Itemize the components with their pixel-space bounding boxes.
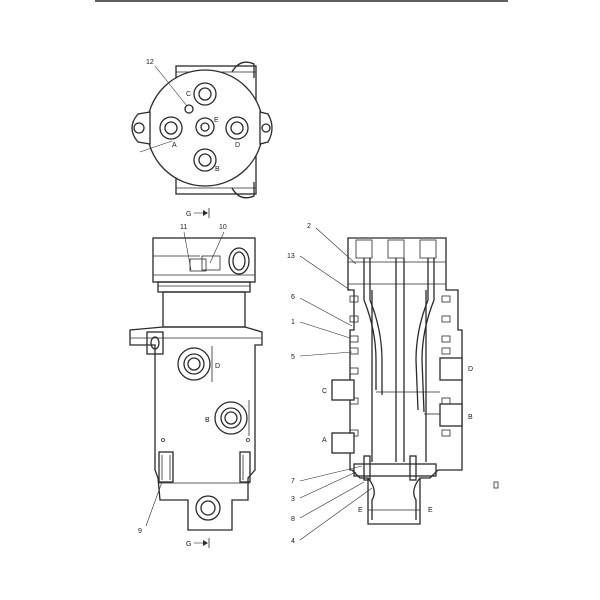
callout-7: 7 — [291, 478, 295, 485]
callout-1: 1 — [291, 319, 295, 326]
callout-2: 2 — [307, 223, 311, 230]
callout-6: 6 — [291, 294, 295, 301]
side-port-d-label: D — [215, 363, 220, 370]
section-view — [299, 227, 499, 541]
section-mark-top: G — [186, 211, 191, 218]
callout-8: 8 — [291, 516, 295, 523]
section-port-b-label: B — [468, 414, 473, 421]
top-port-b-label: B — [215, 166, 220, 173]
section-mark-bottom: G — [186, 541, 191, 548]
callout-10: 10 — [219, 224, 227, 231]
section-port-a-label: A — [322, 437, 327, 444]
side-port-b-label: B — [205, 417, 210, 424]
callout-12: 12 — [146, 59, 154, 66]
top-port-a-label: A — [172, 142, 177, 149]
callout-13: 13 — [287, 253, 295, 260]
callout-5: 5 — [291, 354, 295, 361]
section-port-d-label: D — [468, 366, 473, 373]
top-view — [131, 61, 273, 199]
callout-9: 9 — [138, 528, 142, 535]
side-view — [129, 208, 263, 548]
top-port-d-label: D — [235, 142, 240, 149]
top-port-c-label: C — [186, 91, 191, 98]
section-port-e-left-label: E — [358, 507, 363, 514]
section-port-c-label: C — [322, 388, 327, 395]
top-port-e-label: E — [214, 117, 219, 124]
callout-11: 11 — [180, 224, 187, 231]
section-port-e-right-label: E — [428, 507, 433, 514]
callout-3: 3 — [291, 496, 295, 503]
callout-4: 4 — [291, 538, 295, 545]
